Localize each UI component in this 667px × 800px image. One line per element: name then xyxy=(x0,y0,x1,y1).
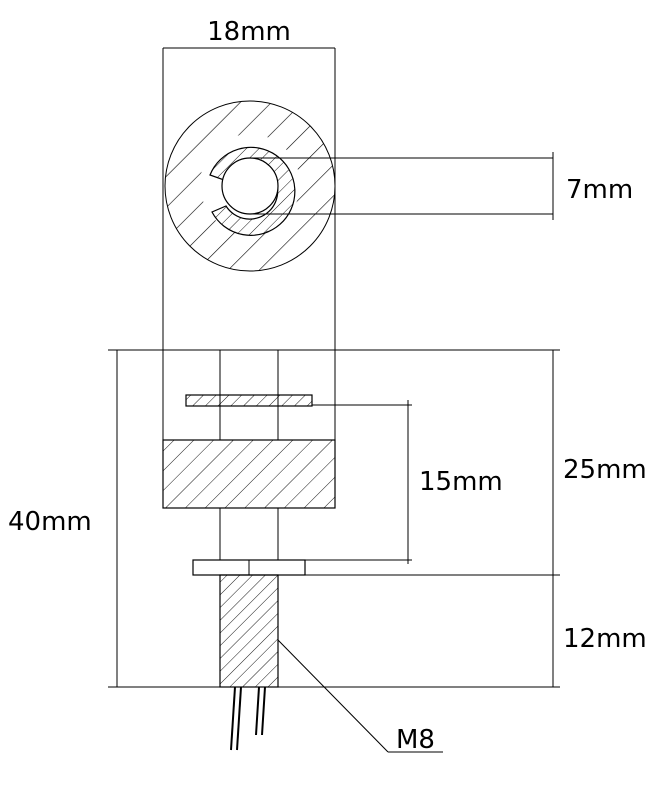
dimension-inner-depth-label: 15mm xyxy=(419,467,503,497)
dimension-lower-height-label: 12mm xyxy=(563,624,647,654)
dimension-upper-height-label: 25mm xyxy=(563,455,647,485)
hatched-block xyxy=(162,439,336,509)
middle-section xyxy=(162,349,336,576)
threaded-stud xyxy=(219,574,279,751)
dimension-hole: 7mm xyxy=(250,152,633,220)
thread-callout: M8 xyxy=(277,639,443,755)
dimension-hole-label: 7mm xyxy=(566,175,633,205)
thin-plate xyxy=(185,394,313,407)
top-body xyxy=(162,48,336,508)
dimension-inner-depth: 15mm xyxy=(278,400,503,564)
dimension-lower-height: 12mm xyxy=(278,575,647,688)
dimension-total-height-label: 40mm xyxy=(8,507,92,537)
dimension-top-width-label: 18mm xyxy=(207,17,291,47)
thread-callout-label: M8 xyxy=(396,725,435,755)
dimension-total-height: 40mm xyxy=(8,349,220,688)
circular-section xyxy=(164,100,336,272)
dimension-upper-height: 25mm xyxy=(305,349,647,576)
dimension-top-width: 18mm xyxy=(163,17,335,49)
